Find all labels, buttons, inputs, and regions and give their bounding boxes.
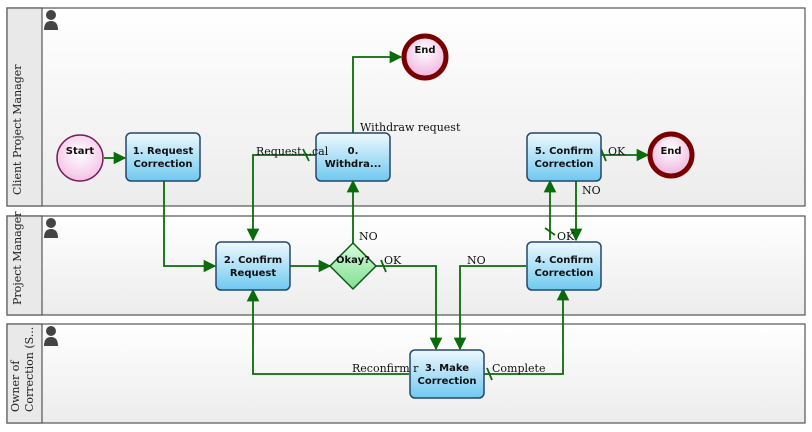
edge-label-no-confirm4: NO: [467, 254, 486, 267]
flow-make-to-confirm4: [483, 287, 570, 375]
task-confirm-correction-5[interactable]: 5. Confirm Correction: [526, 132, 602, 182]
task-label-line1: 2. Confirm: [224, 255, 282, 266]
flow-confirm4-no-to-make: [453, 265, 526, 351]
end-event-label: End: [414, 45, 435, 56]
person-icon: [44, 218, 58, 238]
task-label-line1: 1. Request: [133, 146, 194, 157]
task-label-line2: Correction: [535, 159, 594, 170]
flow-make-reconfirm-to-confirm-request: [246, 288, 409, 375]
person-icon: [44, 326, 58, 346]
end-event-top[interactable]: End: [401, 33, 449, 81]
edge-label-withdraw-request: Withdraw request: [360, 121, 461, 134]
edge-label-no-gateway: NO: [359, 230, 378, 243]
edge-label-reconfirm: Reconfirm r: [352, 362, 419, 375]
task-label-line1: 5. Confirm: [535, 146, 593, 157]
person-icon: [44, 10, 58, 30]
gateway-okay[interactable]: Okay?: [328, 241, 378, 291]
task-withdraw[interactable]: 0. Withdra...: [315, 132, 391, 182]
edge-label-ok-gateway: OK: [384, 254, 402, 267]
edge-label-ok-confirm5: OK: [608, 145, 626, 158]
flow-gateway-ok-to-make: [376, 265, 443, 351]
task-label-line2: Withdra...: [325, 159, 382, 170]
task-confirm-request[interactable]: 2. Confirm Request: [215, 241, 291, 291]
edge-labels: Withdraw request Request...cal NO OK NO …: [256, 121, 626, 375]
lane-label: Owner of: [9, 360, 22, 412]
flow-withdraw-to-end: [352, 50, 403, 133]
start-event[interactable]: Start: [56, 134, 104, 182]
lane-label: Project Manager: [11, 211, 24, 305]
task-label-line2: Correction: [535, 268, 594, 279]
task-label-line2: Request: [230, 268, 276, 279]
task-label-line1: 4. Confirm: [535, 255, 593, 266]
task-request-correction[interactable]: 1. Request Correction: [125, 132, 201, 182]
task-label-line1: 0.: [348, 146, 359, 157]
task-confirm-correction-4[interactable]: 4. Confirm Correction: [526, 241, 602, 291]
edge-label-ok-confirm4: OK: [557, 230, 575, 243]
start-event-label: Start: [66, 146, 95, 157]
sequence-flows: [104, 50, 650, 375]
task-make-correction[interactable]: 3. Make Correction: [409, 349, 485, 399]
condition-markers: [302, 148, 607, 381]
task-label-line2: Correction: [134, 159, 193, 170]
task-label-line2: Correction: [418, 376, 477, 387]
edge-label-complete: Complete: [492, 362, 545, 375]
lane-project-manager: Project Manager: [6, 211, 806, 316]
end-event-label: End: [660, 146, 681, 157]
lane-label: Client Project Manager: [11, 64, 24, 195]
flow-withdraw-to-confirm-request: [246, 154, 316, 242]
edge-label-request-cancel: Request...cal: [256, 145, 329, 158]
end-event-right[interactable]: End: [647, 131, 695, 179]
edge-label-no-confirm5: NO: [582, 184, 601, 197]
task-label-line1: 3. Make: [425, 363, 469, 374]
gateway-label: Okay?: [336, 255, 370, 266]
lane-label-line2: Correction (S...: [23, 327, 36, 412]
flow-request-to-confirm-request: [163, 181, 217, 273]
